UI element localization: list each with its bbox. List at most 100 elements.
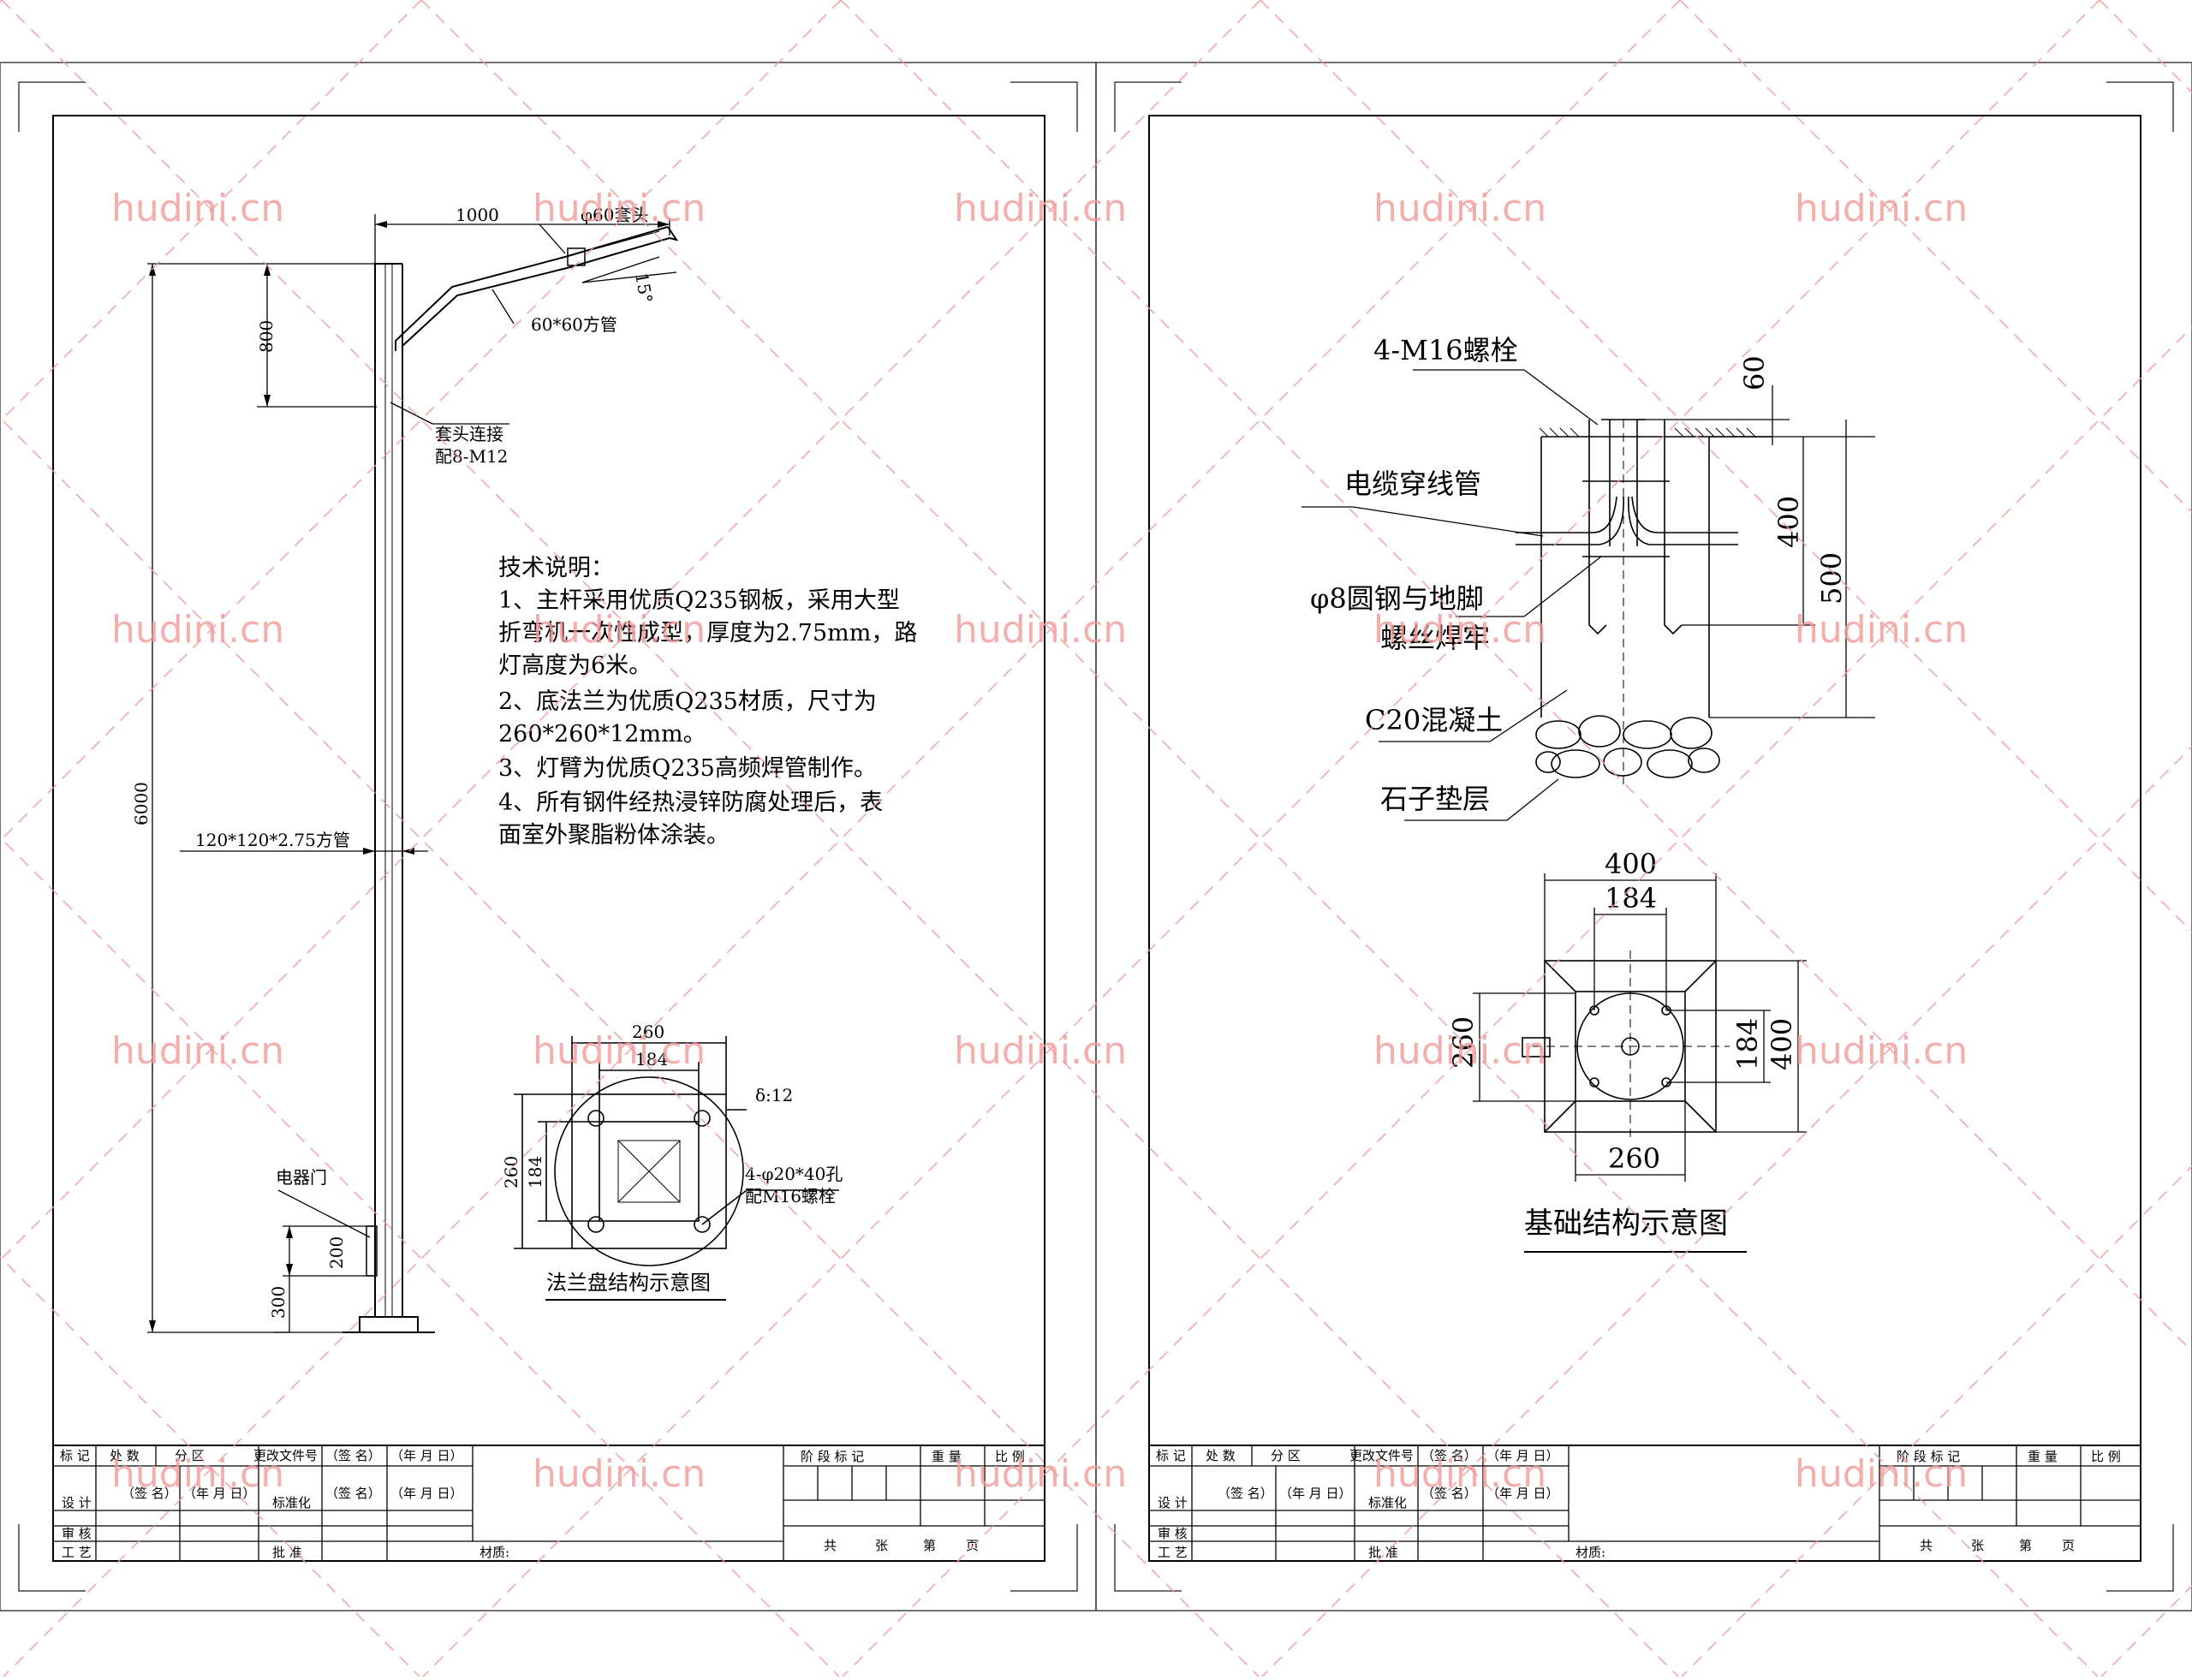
tb-sign: （签 名） bbox=[1421, 1486, 1477, 1501]
watermark-label: hudini.cn bbox=[1795, 1452, 1968, 1496]
dim-arm-height: 800 bbox=[256, 320, 277, 353]
foundation-section bbox=[1516, 419, 1772, 788]
tb-change-doc: 更改文件号 bbox=[253, 1448, 318, 1463]
watermark-line bbox=[1681, 1165, 2192, 1677]
tb-sign: （签 名） bbox=[122, 1486, 177, 1501]
foundation-plan bbox=[1473, 873, 1807, 1253]
tb-sign: （签 名） bbox=[1421, 1448, 1477, 1463]
watermark-line bbox=[0, 1255, 420, 1677]
watermark-line bbox=[840, 0, 2192, 1353]
watermark-line bbox=[2099, 0, 2192, 94]
technical-notes: 技术说明： 1、主杆采用优质Q235钢板，采用大型 折弯机一次性成型，厚度为2.… bbox=[498, 555, 917, 849]
door-label: 电器门 bbox=[276, 1167, 327, 1188]
watermark-line bbox=[1679, 0, 2192, 514]
watermark-line bbox=[1260, 0, 2192, 933]
tb-mark: 标 记 bbox=[60, 1448, 90, 1463]
flange-caption: 法兰盘结构示意图 bbox=[546, 1271, 711, 1295]
plan-labels: 400 184 260 184 400 260 基础结构示意图 bbox=[1447, 848, 1798, 1241]
flange-labels: 260 184 260 184 δ:12 4-φ20*40孔 配M16螺栓 法兰… bbox=[501, 1022, 843, 1295]
watermark-label: hudini.cn bbox=[111, 187, 284, 230]
concrete-label: C20混凝土 bbox=[1365, 704, 1503, 736]
tb-design: 设 计 bbox=[1158, 1495, 1188, 1510]
watermark-label: hudini.cn bbox=[1795, 608, 1968, 652]
dim-door: 200 bbox=[326, 1236, 347, 1269]
watermark-label: hudini.cn bbox=[1795, 1029, 1968, 1073]
tb-approve: 批 准 bbox=[1368, 1545, 1398, 1560]
watermark-line bbox=[0, 0, 422, 423]
watermark-line bbox=[0, 836, 840, 1677]
watermark-line bbox=[422, 0, 2100, 1677]
tb-date: （年 月 日） bbox=[1486, 1448, 1559, 1463]
note-line: 3、灯臂为优质Q235高频焊管制作。 bbox=[498, 755, 877, 782]
watermark-line bbox=[1261, 745, 2192, 1677]
flange-dim-184-side: 184 bbox=[525, 1156, 545, 1189]
watermark-label: hudini.cn bbox=[954, 608, 1127, 652]
tb-date: （年 月 日） bbox=[183, 1486, 256, 1501]
foundation-hatch bbox=[1539, 427, 1756, 438]
note-line: 折弯机一次性成型，厚度为2.75mm，路 bbox=[498, 620, 917, 646]
sleeve-conn-sub: 配8-M12 bbox=[435, 446, 508, 467]
arm-tube-label: 60*60方管 bbox=[531, 314, 617, 335]
tb-zone: 分 区 bbox=[175, 1448, 205, 1463]
rebar-label-1: φ8圆钢与地脚 bbox=[1310, 582, 1484, 615]
tb-weight: 重 量 bbox=[932, 1449, 962, 1464]
tb-zone: 分 区 bbox=[1271, 1448, 1301, 1463]
note-line: 灯高度为6米。 bbox=[498, 652, 652, 679]
tb-sheets: 张 bbox=[1971, 1538, 1984, 1553]
tb-standard: 标准化 bbox=[1368, 1495, 1407, 1510]
tb-review: 审 核 bbox=[62, 1526, 92, 1541]
watermark-label: hudini.cn bbox=[111, 1029, 284, 1073]
watermark-label: hudini.cn bbox=[533, 608, 706, 652]
watermark-label: hudini.cn bbox=[954, 1029, 1127, 1073]
pole-dimensions bbox=[147, 214, 677, 1333]
tb-mark: 标 记 bbox=[1156, 1448, 1186, 1463]
flange-drawing bbox=[514, 1036, 839, 1301]
watermark-line bbox=[842, 325, 2192, 1677]
angle-label: 15° bbox=[631, 271, 657, 305]
dim-total-height: 6000 bbox=[131, 782, 152, 825]
tb-total: 共 bbox=[1920, 1538, 1933, 1553]
tb-weight: 重 量 bbox=[2028, 1449, 2058, 1464]
tb-date: （年 月 日） bbox=[1486, 1486, 1559, 1501]
note-line: 260*260*12mm。 bbox=[498, 721, 706, 748]
watermark-line bbox=[3, 0, 1681, 1677]
watermark-line bbox=[1, 0, 1679, 1677]
note-line: 2、底法兰为优质Q235材质，尺寸为 bbox=[498, 688, 877, 715]
watermark-text: hudini.cn hudini.cn hudini.cn hudini.cn hudi… bbox=[111, 187, 1968, 1496]
dim-60: 60 bbox=[1738, 355, 1771, 390]
sheet-frames bbox=[0, 62, 2192, 1611]
tb-process: 工 艺 bbox=[62, 1545, 92, 1560]
tb-sheets: 张 bbox=[875, 1538, 888, 1553]
tb-stage-mark: 阶 段 标 记 bbox=[1897, 1449, 1960, 1464]
watermark-line bbox=[2100, 1584, 2192, 1677]
tb-material: 材质: bbox=[1576, 1545, 1605, 1560]
watermark-label: hudini.cn bbox=[533, 187, 706, 230]
sleeve-label: φ60套头 bbox=[581, 205, 648, 225]
watermark-label: hudini.cn bbox=[111, 608, 284, 652]
tb-change-doc: 更改文件号 bbox=[1349, 1448, 1414, 1463]
tb-date: （年 月 日） bbox=[1279, 1486, 1352, 1501]
tb-scale: 比 例 bbox=[2091, 1449, 2121, 1464]
watermark-line bbox=[420, 0, 2099, 1677]
flange-dim-260-side: 260 bbox=[501, 1156, 521, 1189]
flange-bolts: 配M16螺栓 bbox=[745, 1186, 836, 1206]
tb-page: 页 bbox=[2062, 1538, 2075, 1553]
tb-sign: （签 名） bbox=[325, 1486, 381, 1501]
dim-door-base: 300 bbox=[268, 1286, 289, 1319]
plan-caption: 基础结构示意图 bbox=[1524, 1206, 1728, 1241]
tb-no: 第 bbox=[2019, 1538, 2032, 1553]
plan-dim-400-top: 400 bbox=[1605, 848, 1657, 880]
tb-standard: 标准化 bbox=[272, 1495, 311, 1510]
bolts-label: 4-M16螺栓 bbox=[1373, 334, 1518, 366]
flange-holes: 4-φ20*40孔 bbox=[745, 1164, 843, 1184]
watermark-label: hudini.cn bbox=[1795, 187, 1968, 230]
tb-date: （年 月 日） bbox=[390, 1448, 463, 1463]
tb-total: 共 bbox=[824, 1538, 837, 1553]
tb-scale: 比 例 bbox=[995, 1449, 1025, 1464]
plan-dim-400-right: 400 bbox=[1766, 1018, 1798, 1070]
cable-pipe-label: 电缆穿线管 bbox=[1344, 468, 1481, 500]
title-block-right: 标 记 处 数 分 区 更改文件号 （签 名） （年 月 日） 设 计 （签 名… bbox=[1148, 1445, 2141, 1562]
watermark-label: hudini.cn bbox=[111, 1452, 284, 1496]
